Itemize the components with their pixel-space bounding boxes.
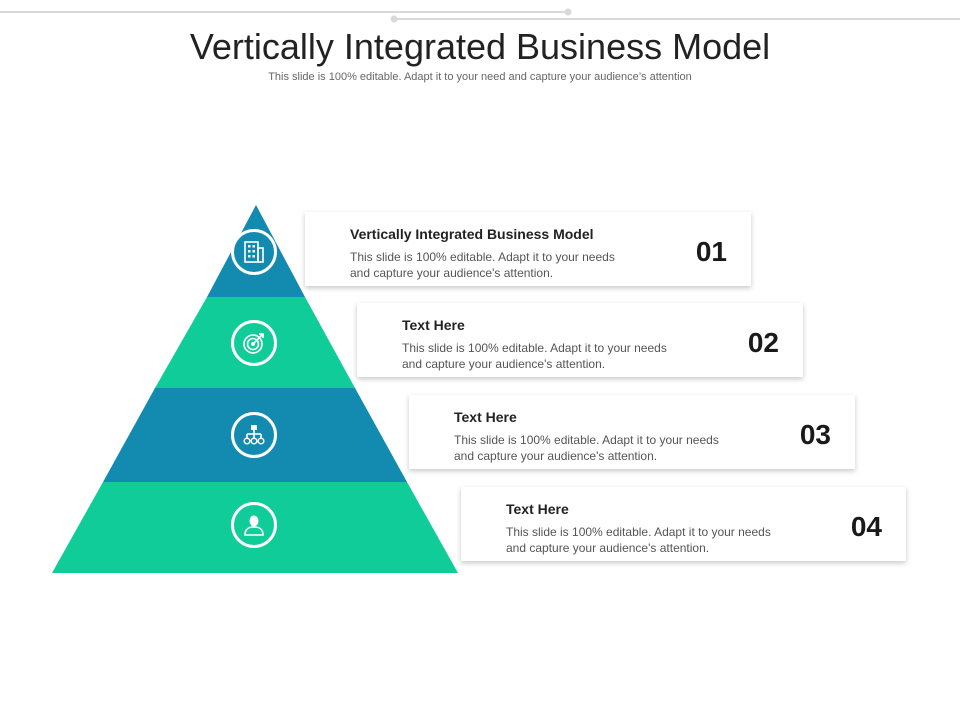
card-body: This slide is 100% editable. Adapt it to… bbox=[454, 433, 719, 463]
decorative-top-lines bbox=[0, 8, 960, 23]
building-icon bbox=[231, 229, 277, 275]
card-number: 02 bbox=[747, 327, 779, 358]
level-card-2: Text Here This slide is 100% editable. A… bbox=[357, 303, 803, 377]
target-icon bbox=[231, 320, 277, 366]
page-title: Vertically Integrated Business Model bbox=[189, 26, 771, 67]
card-heading: Text Here bbox=[454, 409, 517, 425]
card-heading: Text Here bbox=[506, 501, 569, 517]
page-subtitle: This slide is 100% editable. Adapt it to… bbox=[268, 71, 692, 83]
level-card-3: Text Here This slide is 100% editable. A… bbox=[409, 395, 855, 469]
card-number: 03 bbox=[799, 419, 831, 450]
hierarchy-icon bbox=[231, 412, 277, 458]
card-heading: Text Here bbox=[402, 317, 465, 333]
card-number: 01 bbox=[695, 236, 727, 267]
card-body: This slide is 100% editable. Adapt it to… bbox=[402, 341, 667, 371]
user-icon bbox=[231, 502, 277, 548]
card-number: 04 bbox=[850, 511, 882, 542]
card-body: This slide is 100% editable. Adapt it to… bbox=[506, 525, 771, 555]
card-body: This slide is 100% editable. Adapt it to… bbox=[350, 250, 615, 280]
level-card-4: Text Here This slide is 100% editable. A… bbox=[461, 487, 906, 561]
level-card-1: Vertically Integrated Business Model Thi… bbox=[305, 212, 751, 286]
card-heading: Vertically Integrated Business Model bbox=[350, 226, 594, 242]
